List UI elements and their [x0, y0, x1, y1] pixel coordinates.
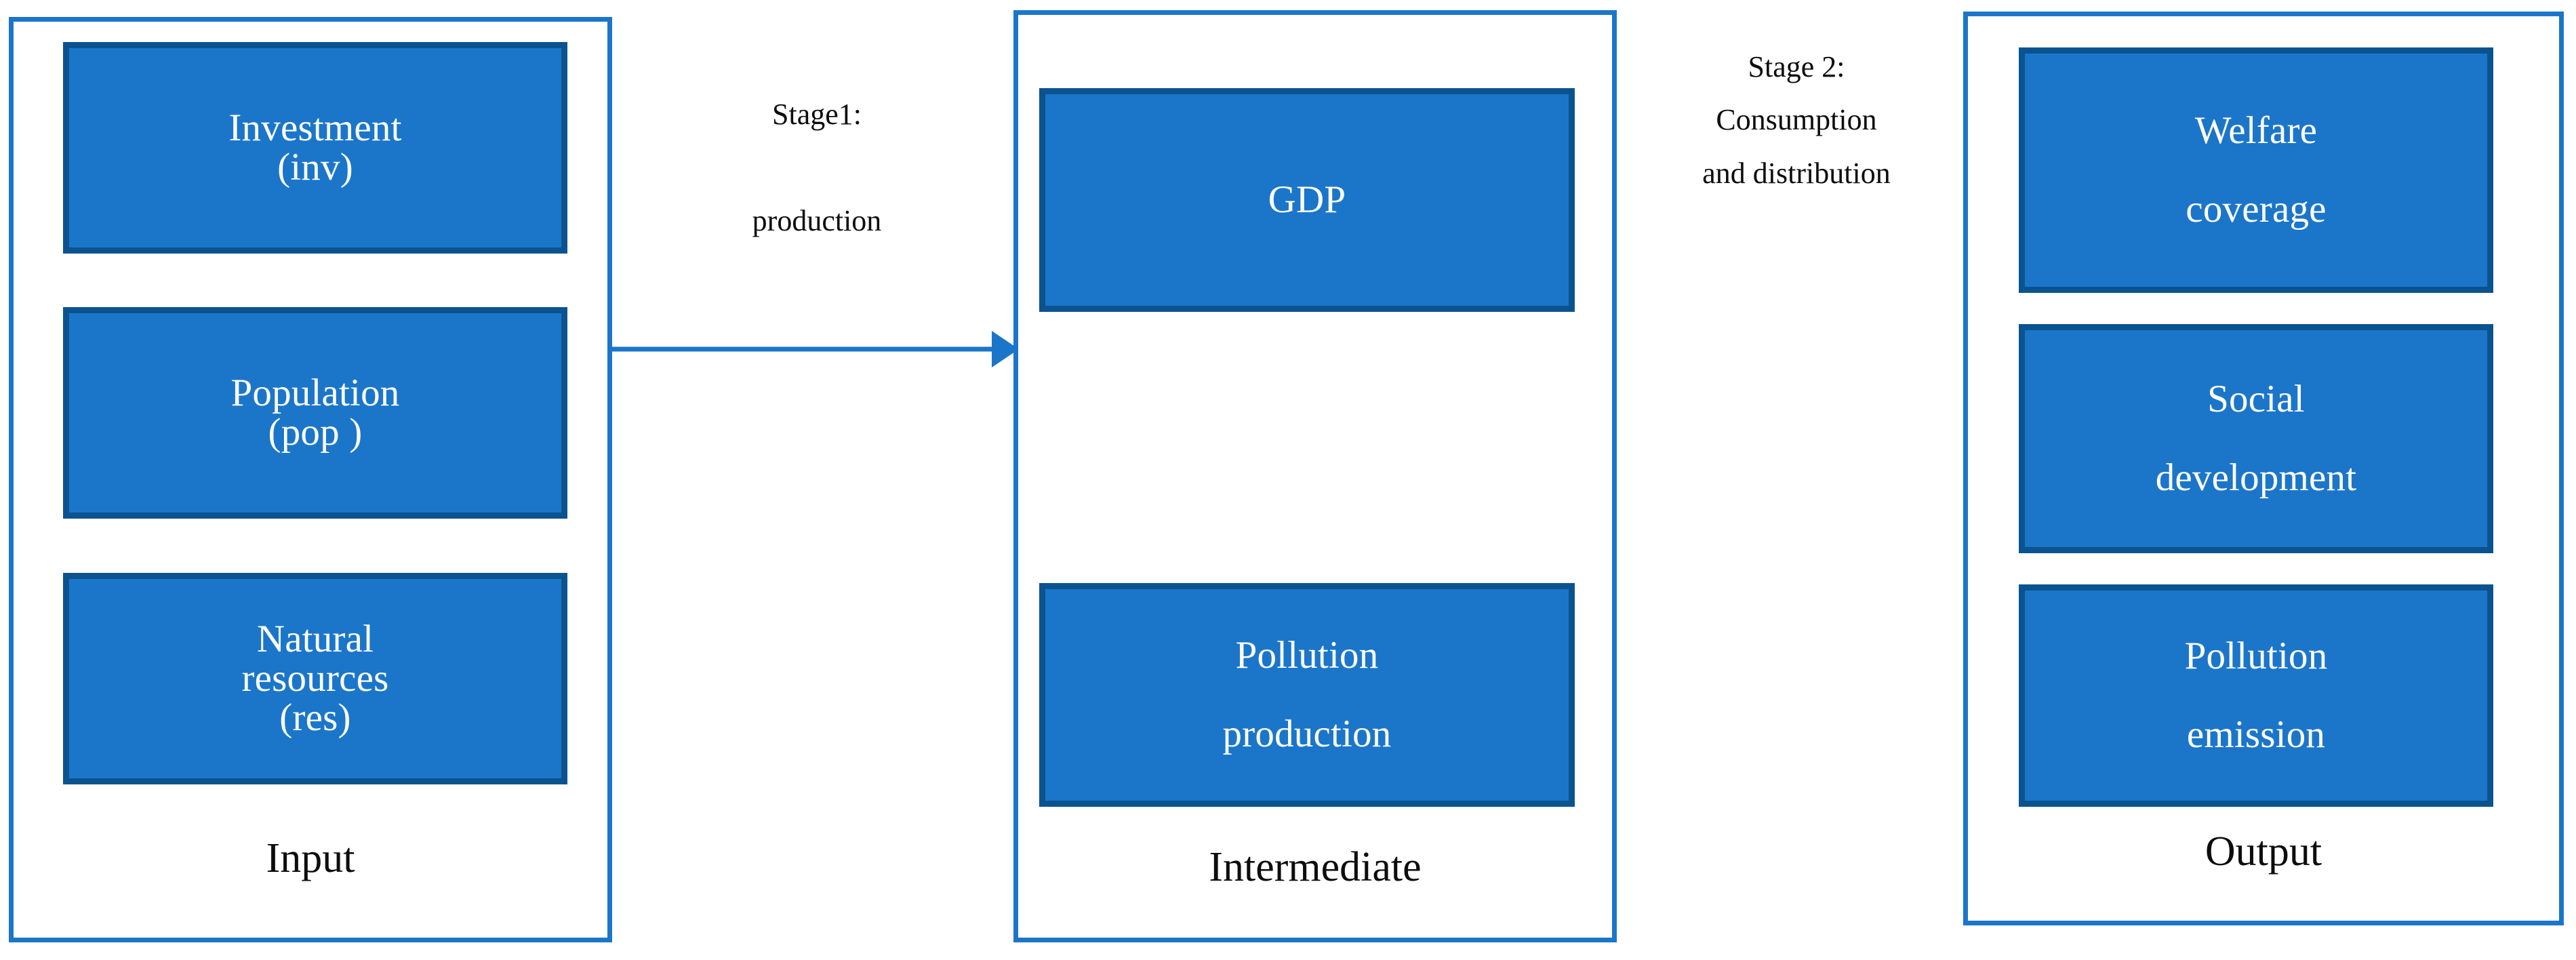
box-pollution-emission[interactable]: Pollution emission	[2019, 584, 2493, 807]
stage-2-label: Stage 2: Consumption and distribution	[1702, 50, 1891, 190]
caption-input: Input	[266, 835, 355, 881]
box-social-development[interactable]: Social development	[2019, 324, 2493, 553]
box-welfare-coverage[interactable]: Welfare coverage	[2019, 47, 2493, 293]
box-investment[interactable]: Investment (inv)	[63, 42, 567, 254]
caption-output: Output	[2205, 828, 2322, 875]
caption-intermediate: Intermediate	[1209, 844, 1422, 890]
box-natural-resources[interactable]: Natural resources (res)	[63, 573, 567, 784]
arrow-stage-1	[612, 331, 1019, 367]
box-pollution-production[interactable]: Pollution production	[1039, 583, 1575, 807]
box-gdp[interactable]: GDP	[1039, 88, 1575, 312]
box-population[interactable]: Population (pop )	[63, 307, 567, 519]
stage-1-label: Stage1: production	[752, 98, 882, 237]
